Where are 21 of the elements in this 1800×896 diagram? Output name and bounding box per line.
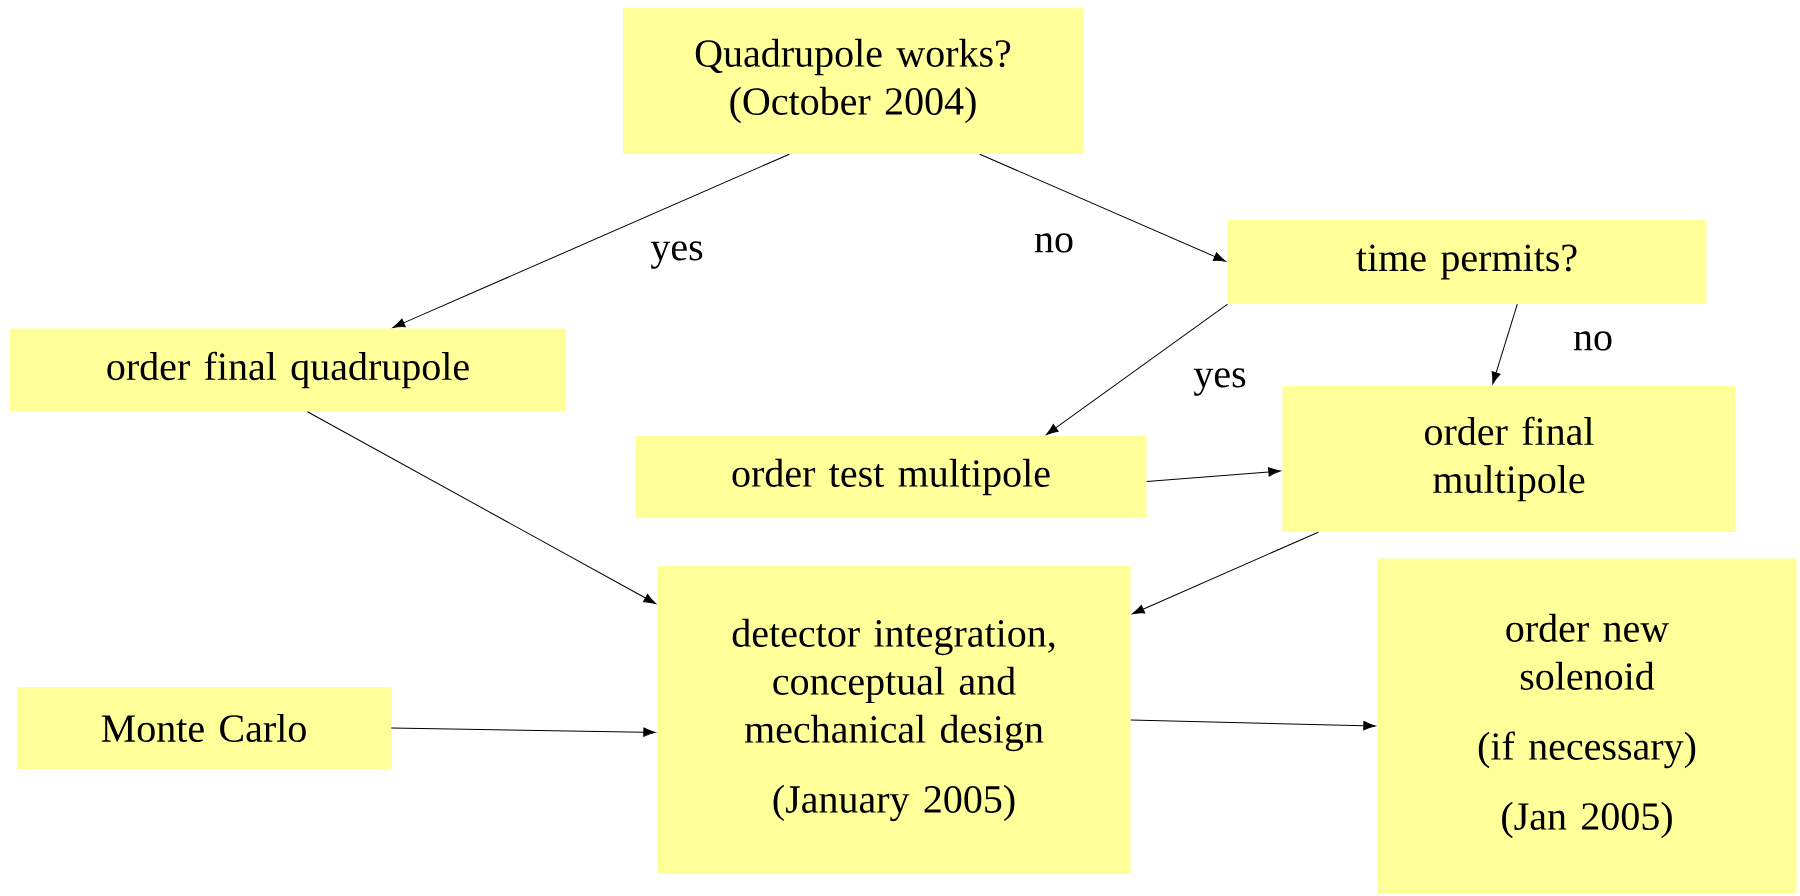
edge-label: yes <box>1191 366 1249 398</box>
arrow <box>1146 467 1281 482</box>
edge-label: no <box>1032 231 1076 255</box>
arrow <box>979 153 1226 262</box>
process-box: Monte Carlo <box>17 687 391 769</box>
arrow <box>1491 303 1518 385</box>
edge-label: no <box>1571 329 1615 353</box>
arrow <box>390 727 656 737</box>
process-box: time permits? <box>1227 220 1707 304</box>
arrow <box>1132 531 1319 615</box>
process-box: detector integration, conceptual and mechanical design (January 2005) <box>657 566 1131 874</box>
process-box: order test multipole <box>635 436 1147 518</box>
arrow <box>392 153 790 328</box>
arrow <box>306 411 656 604</box>
arrow <box>1046 303 1229 436</box>
process-box: Quadrupole works? (October 2004) <box>623 8 1083 154</box>
arrow <box>1130 719 1376 731</box>
process-box: order new solenoid (if necessary) (Jan 2005) <box>1377 558 1797 894</box>
process-box: order final multipole <box>1282 386 1736 532</box>
process-box: order final quadrupole <box>10 328 566 412</box>
edge-label: yes <box>648 239 706 271</box>
